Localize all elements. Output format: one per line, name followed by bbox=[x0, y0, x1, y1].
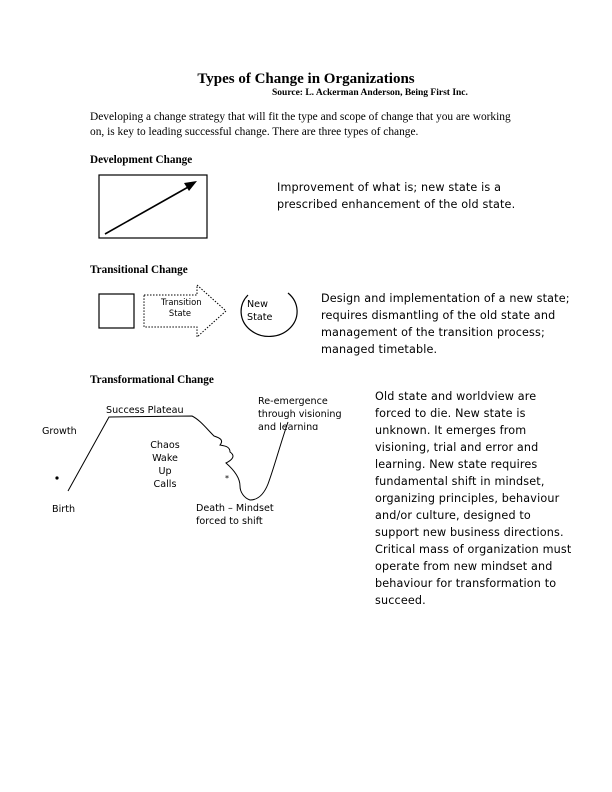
reemergence-label-line: Re-emergence bbox=[258, 396, 328, 407]
new-state-circle bbox=[240, 292, 298, 338]
birth-label: Birth bbox=[52, 504, 76, 515]
old-state-box bbox=[98, 293, 135, 329]
death-label-line: forced to shift bbox=[196, 516, 263, 527]
transition-label-line: Transition bbox=[161, 297, 202, 307]
reemergence-label-line: and learning bbox=[258, 422, 319, 430]
chaos-label-line: Chaos bbox=[150, 440, 180, 451]
transition-label-line: State bbox=[168, 308, 192, 318]
death-mindset-label: Death – Mindset forced to shift bbox=[196, 502, 274, 528]
transitional-diagram bbox=[98, 283, 298, 339]
chaos-wake-up-calls-label: Chaos Wake Up Calls bbox=[148, 439, 182, 491]
death-label-line: Death – Mindset bbox=[196, 503, 274, 514]
development-description: Improvement of what is; new state is a p… bbox=[277, 181, 516, 211]
intro-paragraph: Developing a change strategy that will f… bbox=[90, 111, 511, 138]
development-arrow-line bbox=[104, 185, 191, 235]
birth-dot bbox=[55, 476, 59, 480]
transitional-change-heading: Transitional Change bbox=[90, 264, 188, 276]
transition-state-label: Transition State bbox=[161, 297, 202, 319]
transformational-description: Old state and worldview are forced to di… bbox=[375, 390, 572, 607]
life-cycle-curve bbox=[67, 415, 289, 501]
transition-arrow bbox=[143, 283, 227, 339]
new-state-label-line: New bbox=[247, 299, 268, 310]
chaos-label-line: Calls bbox=[153, 479, 177, 490]
chaos-label-line: Wake bbox=[152, 453, 178, 464]
transformational-change-heading: Transformational Change bbox=[90, 374, 214, 386]
reemergence-label-line: through visioning bbox=[258, 409, 342, 420]
reemergence-label: Re-emergence through visioning and learn… bbox=[258, 395, 342, 430]
document-title: Types of Change in Organizations bbox=[197, 71, 415, 87]
chaos-label-line: Up bbox=[158, 466, 172, 477]
new-state-label: New State bbox=[247, 298, 272, 324]
new-state-label-line: State bbox=[247, 312, 273, 323]
transitional-description: Design and implementation of a new state… bbox=[321, 292, 570, 356]
development-change-heading: Development Change bbox=[90, 154, 193, 166]
growth-label: Growth bbox=[42, 426, 77, 437]
development-box bbox=[98, 174, 208, 239]
development-arrowhead bbox=[184, 181, 197, 191]
success-plateau-label: Success Plateau bbox=[106, 405, 184, 416]
source-citation: Source: L. Ackerman Anderson, Being Firs… bbox=[272, 88, 468, 98]
star-mark: * bbox=[225, 474, 229, 483]
development-diagram bbox=[98, 174, 208, 239]
transformational-diagram bbox=[55, 415, 289, 501]
